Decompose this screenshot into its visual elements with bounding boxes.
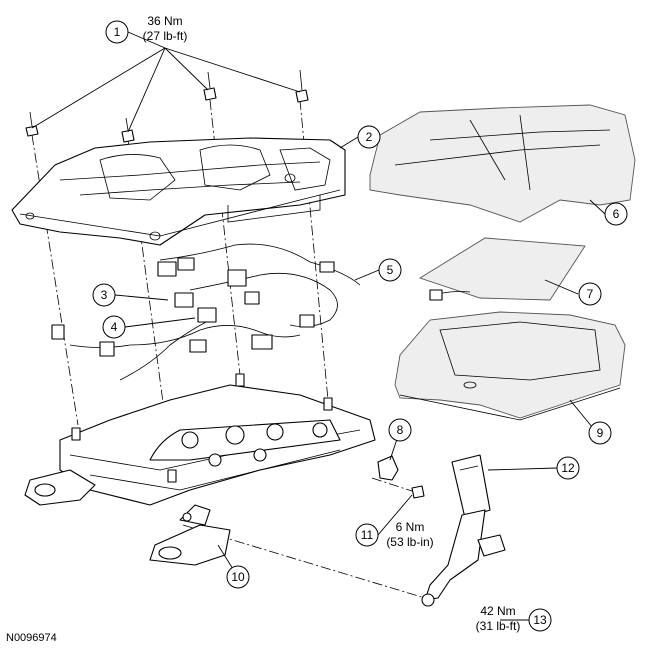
svg-text:9: 9 xyxy=(597,426,604,440)
svg-text:(53 lb-in): (53 lb-in) xyxy=(386,535,433,549)
svg-text:10: 10 xyxy=(231,570,245,584)
svg-text:13: 13 xyxy=(533,613,547,627)
sensor-8 xyxy=(377,455,399,481)
svg-text:6: 6 xyxy=(613,207,620,221)
torque-spec-13: 42 Nm (31 lb-ft) xyxy=(476,604,521,633)
callout-8: 8 xyxy=(388,418,412,442)
callout-6: 6 xyxy=(604,202,628,226)
svg-text:12: 12 xyxy=(561,461,575,475)
svg-text:3: 3 xyxy=(101,288,108,302)
svg-text:11: 11 xyxy=(361,528,374,542)
callout-12: 12 xyxy=(556,456,580,480)
svg-text:36 Nm: 36 Nm xyxy=(147,14,182,28)
seat-wiring-harness xyxy=(51,243,361,381)
callout-leaders xyxy=(31,31,606,621)
figure-id: N0096974 xyxy=(6,632,57,644)
callout-10: 10 xyxy=(226,565,250,589)
seat-cushion-pad xyxy=(394,311,626,421)
bolt-11 xyxy=(411,485,425,499)
svg-text:1: 1 xyxy=(114,25,121,39)
svg-text:42 Nm: 42 Nm xyxy=(480,604,515,618)
svg-text:8: 8 xyxy=(397,423,404,437)
callout-5: 5 xyxy=(378,258,402,282)
torque-spec-1: 36 Nm (27 lb-ft) xyxy=(143,14,188,43)
seat-belt-buckle xyxy=(421,454,506,607)
callout-3: 3 xyxy=(92,283,116,307)
svg-text:(27 lb-ft): (27 lb-ft) xyxy=(143,29,188,43)
svg-text:(31 lb-ft): (31 lb-ft) xyxy=(476,619,521,633)
callout-4: 4 xyxy=(102,315,126,339)
seat-track-assembly xyxy=(24,373,376,566)
svg-text:6 Nm: 6 Nm xyxy=(396,520,425,534)
torque-spec-11: 6 Nm (53 lb-in) xyxy=(386,520,433,549)
seat-heater-mat xyxy=(418,237,586,301)
callout-13: 13 xyxy=(528,608,552,632)
callout-2: 2 xyxy=(357,125,381,149)
callout-1: 1 xyxy=(105,20,129,44)
callout-9: 9 xyxy=(588,421,612,445)
svg-text:7: 7 xyxy=(587,287,594,301)
seat-frame-upper xyxy=(11,137,346,246)
svg-text:2: 2 xyxy=(366,130,373,144)
svg-text:5: 5 xyxy=(387,263,394,277)
callout-7: 7 xyxy=(578,282,602,306)
callout-11: 11 xyxy=(355,523,379,547)
seat-cushion-cover xyxy=(369,104,636,223)
svg-text:4: 4 xyxy=(111,320,118,334)
